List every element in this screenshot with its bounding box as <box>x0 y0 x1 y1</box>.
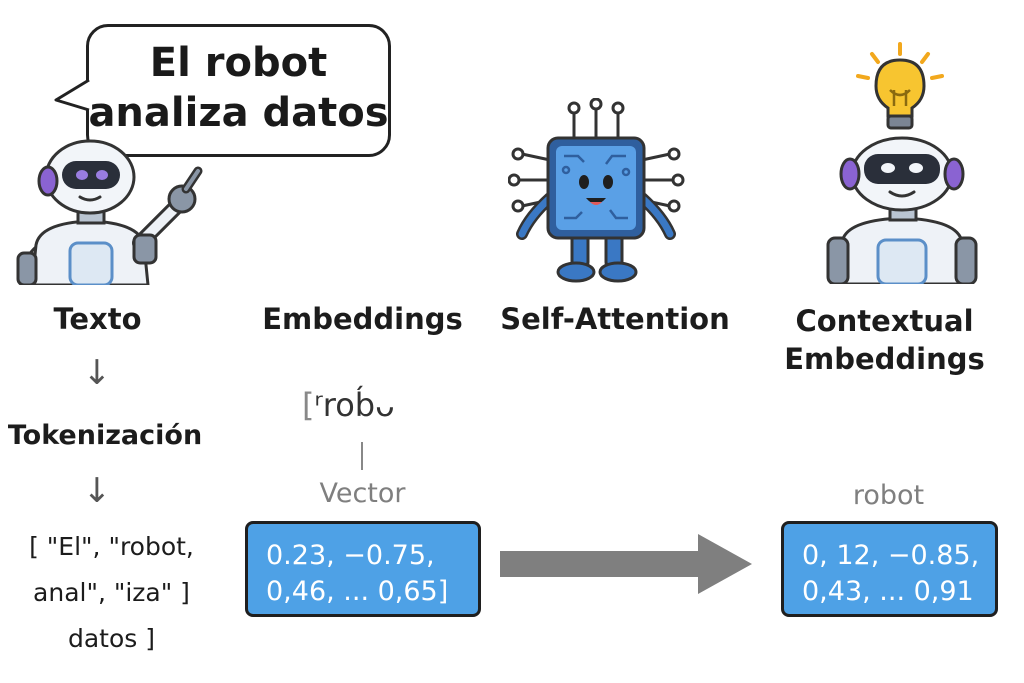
fragment-text: ʳrob́ᴗ <box>314 386 395 424</box>
stage-label-embeddings: Embeddings <box>262 302 463 336</box>
stage-label-texto: Texto <box>53 302 142 336</box>
tokenization-label: Tokenización <box>7 420 203 451</box>
speech-bubble-tail <box>54 78 90 112</box>
embedding-vector-box: 0.23, −0.75, 0,46, ... 0,65] <box>245 521 481 617</box>
token-line-2: anal", "iza" ] <box>33 578 190 607</box>
contextual-line-2: Embeddings <box>784 342 985 376</box>
fragment-bracket: [ <box>302 386 315 424</box>
speech-bubble-text: El robot analiza datos <box>86 38 391 138</box>
down-arrow-icon: ↓ <box>82 353 112 393</box>
speech-bubble <box>86 24 391 157</box>
robot-with-lightbulb-icon <box>826 136 978 284</box>
token-line-1: [ "El", "robot, <box>29 532 194 561</box>
flow-arrow-icon <box>500 534 752 594</box>
token-fragment: [ʳrob́ᴗ <box>302 386 395 424</box>
vector-label: Vector <box>319 478 406 509</box>
speech-line-2: analiza datos <box>88 90 389 136</box>
vector-line-1: 0.23, −0.75, <box>266 540 435 571</box>
pointing-robot-icon <box>16 139 203 285</box>
vector-line-2: 0,46, ... 0,65] <box>266 576 449 607</box>
stage-label-contextual-embeddings: Contextual Embeddings <box>772 302 997 378</box>
token-list: [ "El", "robot, anal", "iza" ] datos ] <box>4 524 219 662</box>
down-arrow-icon: ↓ <box>82 471 112 511</box>
connector-line <box>361 442 363 470</box>
lightbulb-icon <box>856 42 944 130</box>
context-vector-line-2: 0,43, ... 0,91 <box>802 576 974 607</box>
stage-label-self-attention: Self-Attention <box>500 302 730 336</box>
robot-word-label: robot <box>852 480 925 511</box>
token-line-3: datos ] <box>67 624 155 653</box>
context-vector-line-1: 0, 12, −0.85, <box>802 540 980 571</box>
contextual-line-1: Contextual <box>795 304 974 338</box>
contextual-vector-box: 0, 12, −0.85, 0,43, ... 0,91 <box>781 521 998 617</box>
speech-line-1: El robot <box>149 40 328 86</box>
smiling-chip-icon <box>508 98 685 283</box>
